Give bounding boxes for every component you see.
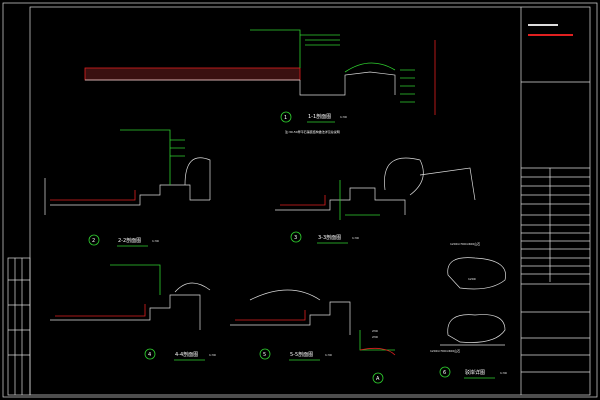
section-title: 5-5剖面图 — [290, 351, 313, 358]
note: 注:30-50厚平石铺装结构做法详见总说明 — [285, 129, 340, 134]
section-scale: 1:30 — [500, 371, 507, 375]
section-number: 5 — [263, 352, 266, 358]
section-number: 4 — [148, 352, 151, 358]
section-3-3: 3 3-3剖面图 1:30 — [275, 157, 476, 244]
section-number: 1 — [284, 115, 287, 121]
section-number: A — [376, 376, 380, 382]
section-marker-6 — [439, 366, 451, 378]
detail-a: 230 230 A — [359, 329, 396, 384]
section-scale: 1:30 — [340, 115, 347, 119]
detail-6: 1200×700×600山石 1200 1200×700×600山石 6 驳岸详… — [430, 241, 507, 379]
section-1-1: 1 1-1剖面图 1:30 注:30-50厚平石铺装结构做法详见总说明 — [84, 29, 436, 134]
section-scale: 1:30 — [209, 353, 216, 357]
left-table — [7, 257, 31, 396]
dimension: 230 — [372, 329, 378, 333]
section-marker-a — [372, 372, 384, 384]
dimension: 1200 — [468, 277, 476, 281]
section-marker-2 — [88, 234, 100, 246]
section-4-4: 4 4-4剖面图 1:30 — [50, 264, 216, 361]
section-number: 6 — [443, 370, 446, 376]
section-marker-5 — [259, 348, 271, 360]
section-scale: 1:30 — [352, 236, 359, 240]
stone-label: 1200×700×600山石 — [430, 348, 460, 353]
section-2-2: 2 2-2剖面图 1:30 — [44, 129, 211, 247]
section-scale: 1:30 — [325, 353, 332, 357]
title-block — [520, 7, 590, 395]
section-title: 4-4剖面图 — [175, 351, 198, 358]
section-title: 2-2剖面图 — [118, 237, 141, 244]
section-5-5: 5 5-5剖面图 1:30 — [230, 289, 351, 361]
section-marker-1 — [280, 111, 292, 123]
section-marker-4 — [144, 348, 156, 360]
section-marker-3 — [290, 231, 302, 243]
dimension: 230 — [372, 335, 378, 339]
section-number: 2 — [92, 238, 95, 244]
section-scale: 1:30 — [152, 239, 159, 243]
section-title: 1-1剖面图 — [308, 113, 331, 120]
section-number: 3 — [294, 235, 297, 241]
stone-label: 1200×700×600山石 — [450, 241, 480, 246]
section-title: 驳岸详图 — [465, 369, 485, 376]
inner-frame — [29, 6, 591, 396]
section-title: 3-3剖面图 — [318, 234, 341, 241]
